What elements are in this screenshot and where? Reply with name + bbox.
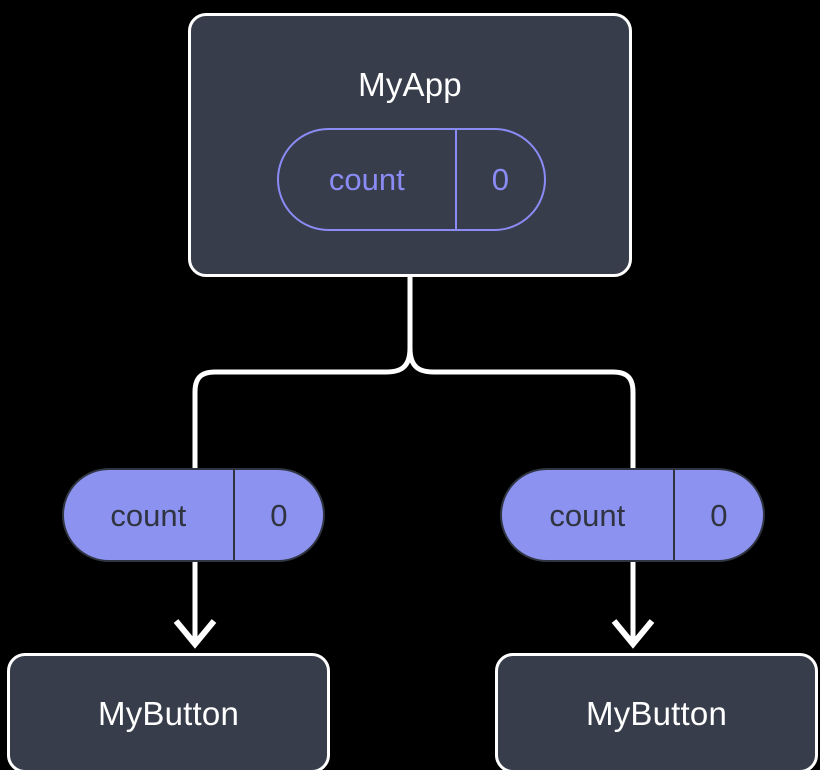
component-node-mybutton-left[interactable]: MyButton	[7, 653, 330, 770]
state-pill-branch-left-value: 0	[270, 497, 288, 533]
state-pill-branch-right[interactable]: count 0	[500, 468, 765, 562]
component-label-mybutton-left: MyButton	[98, 694, 239, 732]
state-pill-root-value: 0	[491, 162, 509, 197]
component-label-myapp: MyApp	[358, 66, 462, 103]
component-node-mybutton-right[interactable]: MyButton	[495, 653, 818, 770]
state-pill-branch-right-key: count	[502, 470, 675, 560]
component-label-mybutton-right: MyButton	[586, 694, 727, 732]
connector-branch-left	[192, 345, 413, 471]
state-pill-branch-left[interactable]: count 0	[62, 468, 325, 562]
arrow-left-head-icon	[173, 619, 217, 649]
state-pill-branch-left-key: count	[64, 470, 235, 560]
state-pill-root-key: count	[279, 130, 457, 229]
state-pill-branch-right-value: 0	[710, 497, 728, 533]
state-pill-root[interactable]: count 0	[277, 128, 546, 231]
connector-branch-right	[407, 345, 636, 471]
arrow-right-head-icon	[611, 619, 655, 649]
